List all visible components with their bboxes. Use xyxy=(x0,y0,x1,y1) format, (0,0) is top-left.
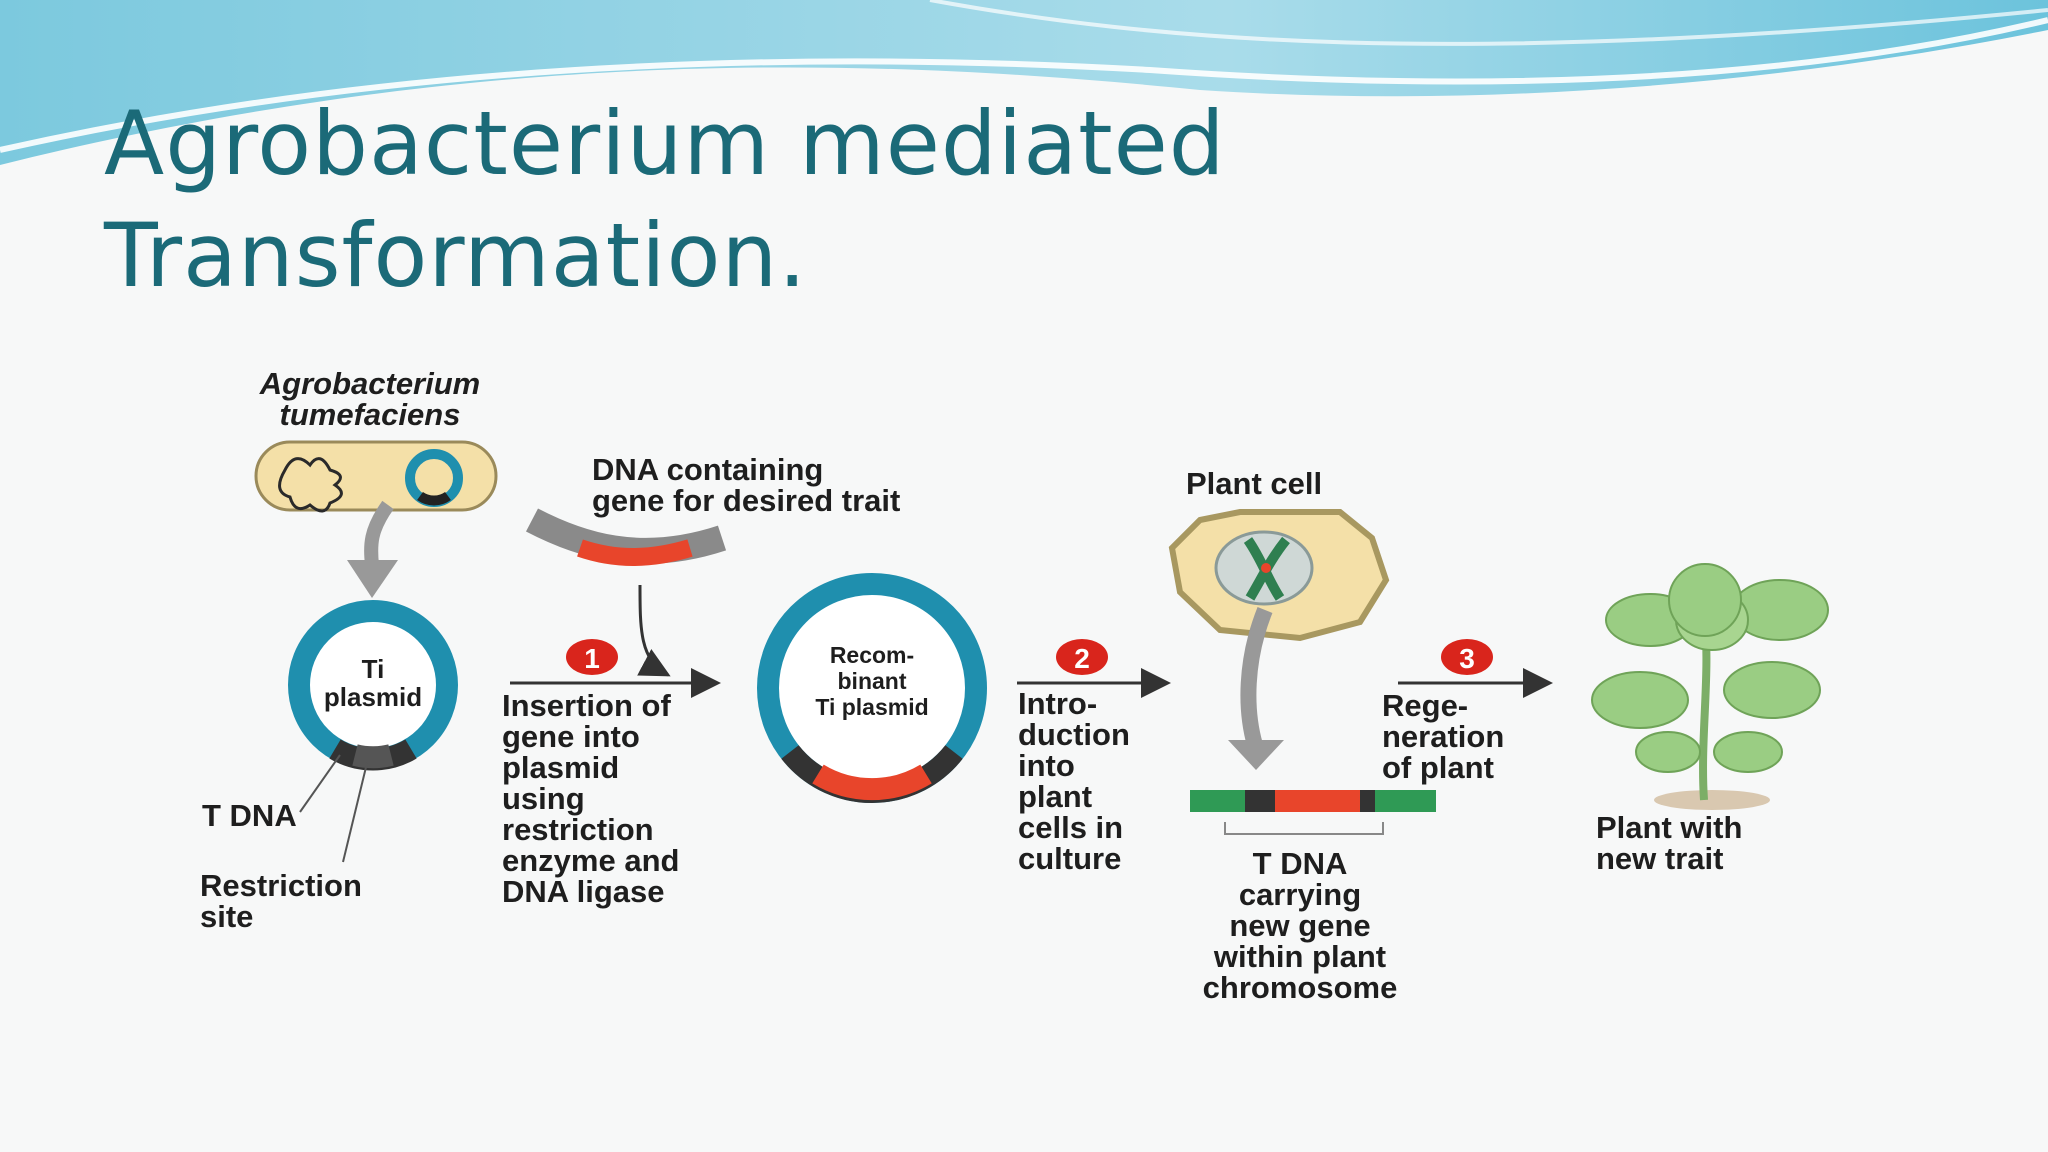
plant-with-new-trait-label: Plant with new trait xyxy=(1596,810,1743,876)
step-2-number: 2 xyxy=(1074,643,1090,674)
dna-fragment xyxy=(525,508,727,566)
step-1-text: Insertion of gene into plasmid using res… xyxy=(502,688,680,909)
dna-label: DNA containing gene for desired trait xyxy=(592,452,901,518)
plant-illustration xyxy=(1591,563,1829,810)
restriction-site-line xyxy=(342,762,368,863)
plant-cell xyxy=(1168,509,1390,642)
arrow-cell-to-plasmid xyxy=(347,500,398,598)
step-3-badge: 3 xyxy=(1441,639,1493,675)
restriction-site-label: Restriction site xyxy=(200,868,362,934)
slide-title: Agrobacterium mediated Transformation. xyxy=(104,88,1226,312)
plant-cell-label: Plant cell xyxy=(1186,466,1323,501)
agrobacterium-label: Agrobacterium tumefaciens xyxy=(259,366,481,432)
step-1-badge: 1 xyxy=(566,639,618,675)
step-2-text: Intro- duction into plant cells in cultu… xyxy=(1018,686,1130,876)
recombinant-ti-plasmid xyxy=(757,573,987,803)
title-line-1: Agrobacterium mediated xyxy=(104,92,1226,195)
step-3-text: Rege- neration of plant xyxy=(1382,688,1505,785)
t-dna-label: T DNA xyxy=(202,798,297,833)
plant-chromosome xyxy=(1190,790,1436,835)
step-3-number: 3 xyxy=(1459,643,1475,674)
title-line-2: Transformation. xyxy=(104,204,808,307)
arrow-cell-to-chromosome xyxy=(1228,607,1284,770)
header-wave xyxy=(0,0,2048,165)
recombinant-plasmid-label: Recom- binant Ti plasmid xyxy=(815,642,929,720)
t-dna-result-label: T DNA carrying new gene within plant chr… xyxy=(1202,846,1398,1005)
arrow-dna-to-plasmid xyxy=(637,584,671,677)
agrobacterium-cell xyxy=(254,440,498,513)
step-2-badge: 2 xyxy=(1056,639,1108,675)
ti-plasmid xyxy=(288,600,458,771)
step-1-number: 1 xyxy=(584,643,600,674)
t-dna-line xyxy=(299,754,341,813)
ti-plasmid-label: Ti plasmid xyxy=(323,654,423,712)
